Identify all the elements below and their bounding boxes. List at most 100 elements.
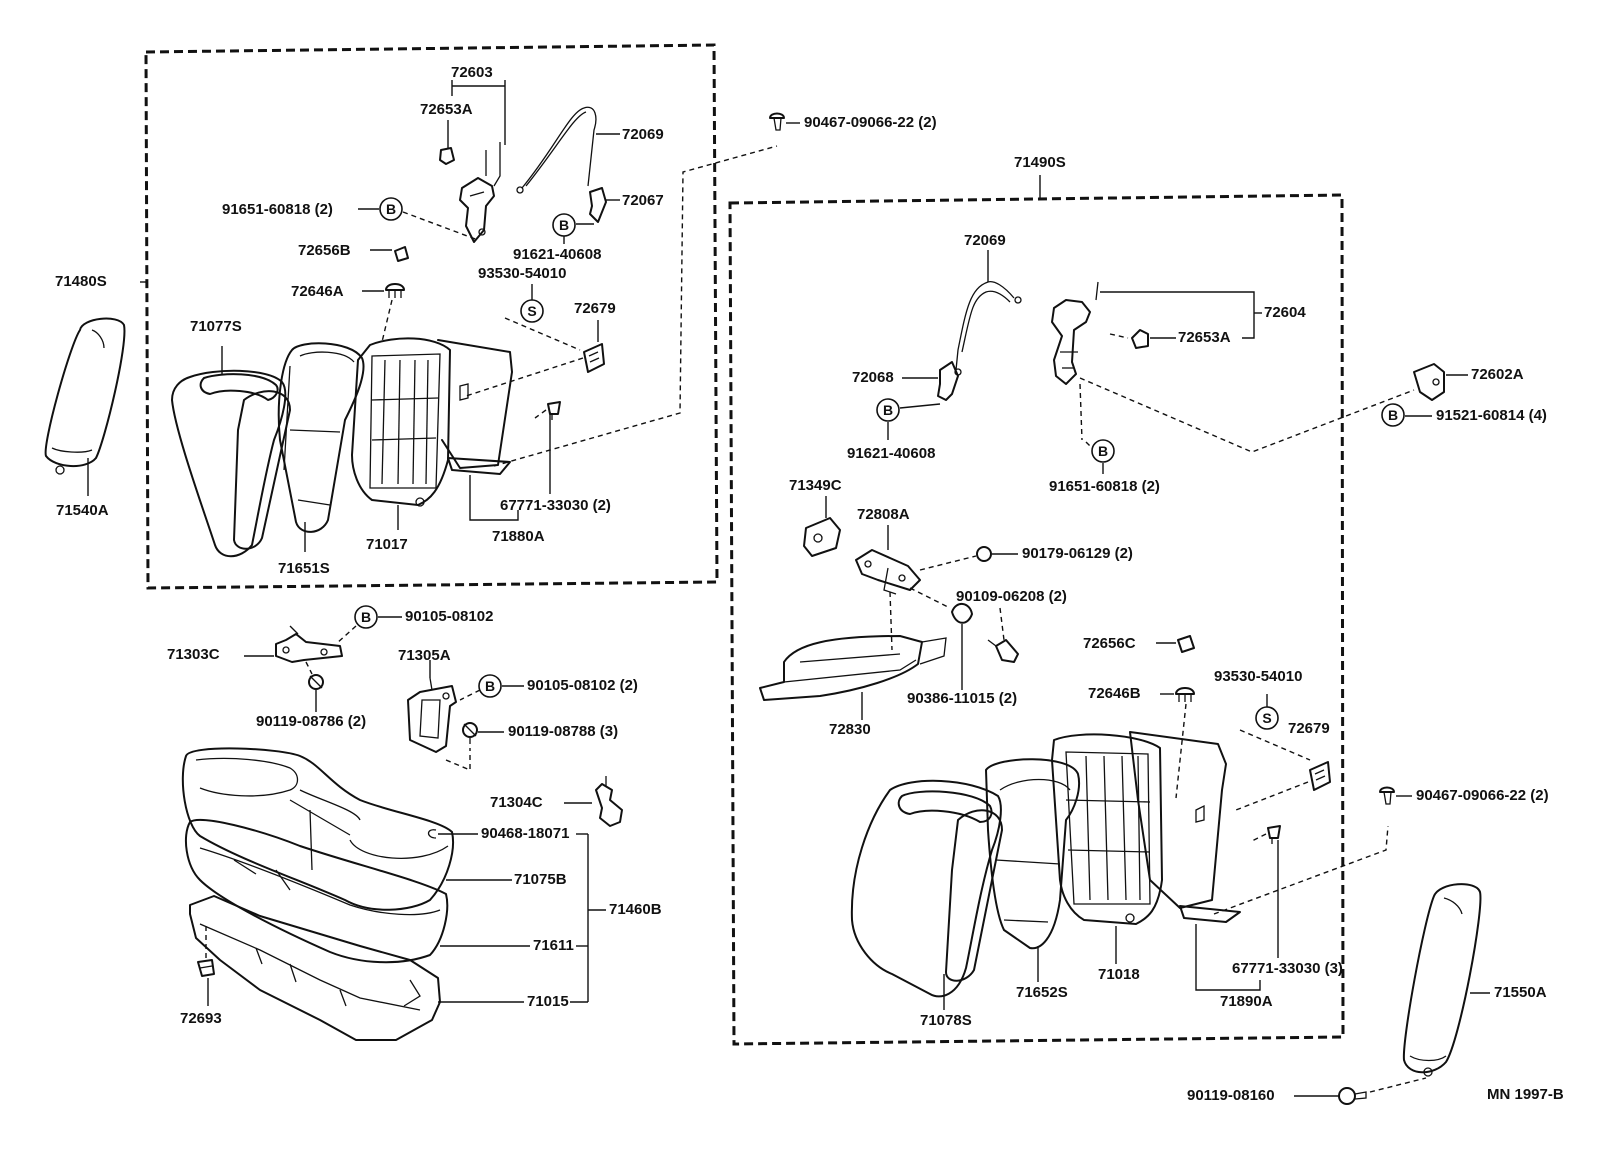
label-right-board: 71890A [1220, 993, 1273, 1010]
label-right-clip: 72656C [1083, 635, 1136, 652]
bolt-symbol-icon: B [478, 674, 502, 698]
left-fastener-icon [547, 401, 561, 420]
right-release-cable [954, 280, 1022, 376]
center-cushion-hinge [407, 677, 457, 753]
label-bolt-left: 91651-60818 (2) [222, 201, 333, 218]
label-hinge-center-nut: 90119-08788 (3) [508, 723, 619, 740]
bolt-symbol-icon: B [379, 197, 403, 221]
right-lock-mechanism [1051, 281, 1099, 385]
hook-clip-icon [427, 829, 437, 839]
armrest-bracket [855, 549, 921, 595]
left-lock-cover-icon [439, 147, 455, 165]
left-clip-icon [394, 246, 409, 262]
label-right-cable-end: 72068 [852, 369, 894, 386]
seat-cushion-frame [189, 895, 441, 1041]
left-cable-end [589, 187, 607, 223]
bushing-icon [951, 603, 973, 624]
label-hook: 71304C [490, 794, 543, 811]
label-lock-assembly: 72603 [451, 64, 493, 81]
label-right-bracket-nut: 90179-06129 (2) [1022, 545, 1133, 562]
label-right-release-cable: 72069 [964, 232, 1006, 249]
bracket-nut-icon [976, 546, 992, 562]
label-hinge-center-bolt: 90105-08102 (2) [527, 677, 638, 694]
right-cover-piece [803, 517, 841, 557]
label-right-back-cover: 71078S [920, 1012, 972, 1029]
label-cushion-assembly: 71460B [609, 901, 662, 918]
right-knob-icon [1309, 761, 1331, 791]
seat-cushion-pad [184, 818, 449, 964]
label-release-cable: 72069 [622, 126, 664, 143]
label-cushion-cover: 71075B [514, 871, 567, 888]
right-seat-back-cover [850, 779, 1003, 998]
bracket-bolt-icon [987, 639, 1019, 663]
svg-text:B: B [883, 402, 893, 418]
svg-text:B: B [361, 609, 371, 625]
label-right-bushing: 90386-11015 (2) [907, 690, 1018, 707]
label-right-back-frame: 71018 [1098, 966, 1140, 983]
seat-cushion-cover [181, 747, 454, 911]
label-right-knob: 72679 [1288, 720, 1330, 737]
label-button: 72646A [291, 283, 344, 300]
svg-text:S: S [1262, 710, 1271, 726]
svg-text:B: B [1388, 407, 1398, 423]
label-hinge-center: 71305A [398, 647, 451, 664]
label-right-back-pad: 71652S [1016, 984, 1068, 1001]
label-right-headrest: 71550A [1494, 984, 1547, 1001]
label-hinge-left-bolt: 90105-08102 [405, 608, 494, 625]
label-right-side-clip: 90467-09066-22 (2) [1416, 787, 1549, 804]
label-right-bolt-lock: 91651-60818 (2) [1049, 478, 1160, 495]
label-bolt-right: 91621-40608 [513, 246, 602, 263]
label-left-assembly: 71480S [55, 273, 107, 290]
label-back-pad: 71651S [278, 560, 330, 577]
left-lock-mechanism [459, 142, 501, 243]
drawing-code: MN 1997-B [1487, 1086, 1564, 1103]
label-right-lock-assembly: 72604 [1264, 304, 1306, 321]
label-right-assembly: 71490S [1014, 154, 1066, 171]
left-button-icon [385, 283, 405, 298]
label-left-headrest: 71540A [56, 502, 109, 519]
right-button-icon [1175, 687, 1195, 702]
label-hook-clip: 90468-18071 [481, 825, 570, 842]
left-assembly-frame [144, 43, 719, 590]
svg-text:B: B [485, 678, 495, 694]
label-right-lock-cover: 72653A [1178, 329, 1231, 346]
label-screw: 93530-54010 [478, 265, 567, 282]
right-seat-back-frame [1051, 733, 1163, 925]
top-clip-icon [769, 112, 785, 131]
label-cable-end: 72067 [622, 192, 664, 209]
cushion-hook [595, 776, 623, 827]
bolt-symbol-icon: B [354, 605, 378, 629]
label-right-bracket-bolt: 90109-06208 (2) [956, 588, 1067, 605]
bolt-symbol-icon: B [1381, 403, 1405, 427]
label-knob: 72679 [574, 300, 616, 317]
label-cushion-clip: 72693 [180, 1010, 222, 1027]
right-fastener-icon [1267, 825, 1281, 844]
label-right-bolt-cable: 91621-40608 [847, 445, 936, 462]
bolt-symbol-icon: B [876, 398, 900, 422]
label-clip: 72656B [298, 242, 351, 259]
armrest [759, 635, 947, 701]
right-headrest [1402, 883, 1482, 1077]
right-side-clip-icon [1379, 786, 1395, 805]
label-right-headrest-nut: 90119-08160 [1187, 1087, 1275, 1104]
label-cushion-pad: 71611 [533, 937, 574, 954]
label-back-frame: 71017 [366, 536, 408, 553]
label-top-clip: 90467-09066-22 (2) [804, 114, 937, 131]
bolt-symbol-icon: B [1091, 439, 1115, 463]
label-right-cover: 71349C [789, 477, 842, 494]
svg-text:B: B [559, 217, 569, 233]
right-clip-icon [1177, 635, 1195, 653]
label-right-hinge-bolt: 91521-60814 (4) [1436, 407, 1547, 424]
left-seat-back-board [437, 339, 513, 475]
svg-text:B: B [1098, 443, 1108, 459]
label-armrest: 72830 [829, 721, 871, 738]
label-lock-cover: 72653A [420, 101, 473, 118]
left-seat-back-pad [277, 342, 365, 533]
right-lock-cover-icon [1131, 329, 1149, 349]
label-hinge-left: 71303C [167, 646, 220, 663]
left-hinge-nut-icon [308, 674, 324, 690]
center-hinge-nut-icon [462, 722, 478, 744]
